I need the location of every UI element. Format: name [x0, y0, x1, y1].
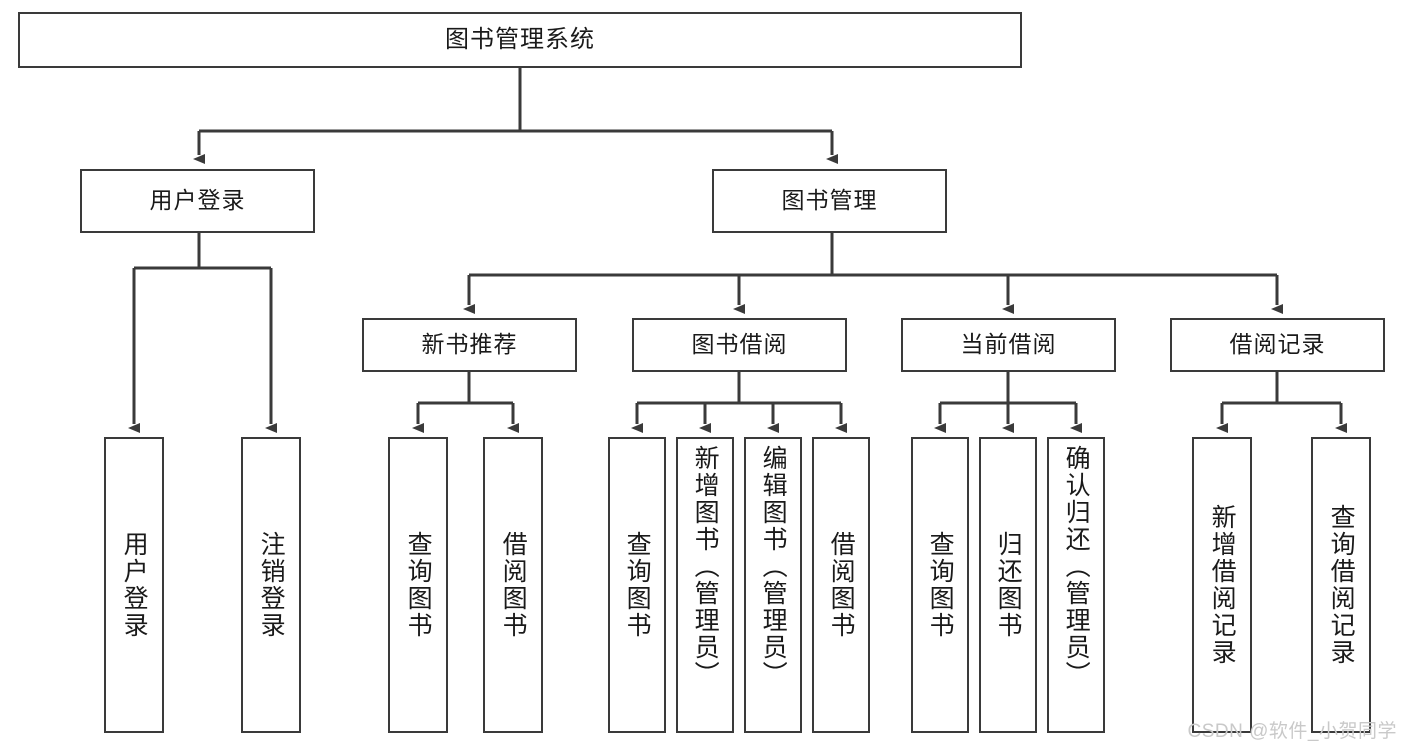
leaf-current-borrow-confirm-return[interactable]: 确认归还（管理员）: [1047, 437, 1105, 733]
node-label: 查询图书: [926, 531, 955, 639]
node-label: 借阅记录: [1229, 331, 1326, 358]
node-label: 图书管理: [781, 187, 878, 214]
node-label: 新书推荐: [421, 331, 518, 358]
node-label: 借阅图书: [827, 531, 856, 639]
leaf-borrow-record-add[interactable]: 新增借阅记录: [1192, 437, 1252, 733]
node-label: 查询借阅记录: [1327, 504, 1356, 666]
node-label: 用户登录: [149, 187, 246, 214]
node-label: 当前借阅: [960, 331, 1057, 358]
node-label: 编辑图书（管理员）: [759, 445, 788, 688]
leaf-book-borrow-edit[interactable]: 编辑图书（管理员）: [744, 437, 802, 733]
node-label: 确认归还（管理员）: [1062, 445, 1091, 688]
node-user-login[interactable]: 用户登录: [80, 169, 315, 233]
node-label: 图书管理系统: [445, 25, 595, 53]
leaf-user-login-login[interactable]: 用户登录: [104, 437, 164, 733]
leaf-user-login-logout[interactable]: 注销登录: [241, 437, 301, 733]
node-current-borrow[interactable]: 当前借阅: [901, 318, 1116, 372]
node-label: 新增图书（管理员）: [691, 445, 720, 688]
node-borrow-record[interactable]: 借阅记录: [1170, 318, 1385, 372]
leaf-new-book-borrow[interactable]: 借阅图书: [483, 437, 543, 733]
leaf-new-book-query[interactable]: 查询图书: [388, 437, 448, 733]
node-label: 借阅图书: [499, 531, 528, 639]
watermark: CSDN @软件_小贺同学: [1187, 721, 1397, 742]
node-label: 用户登录: [120, 531, 149, 639]
leaf-current-borrow-return[interactable]: 归还图书: [979, 437, 1037, 733]
leaf-book-borrow-add[interactable]: 新增图书（管理员）: [676, 437, 734, 733]
node-label: 注销登录: [257, 531, 286, 639]
node-book-borrow[interactable]: 图书借阅: [632, 318, 847, 372]
node-book-management[interactable]: 图书管理: [712, 169, 947, 233]
node-label: 图书借阅: [691, 331, 788, 358]
leaf-book-borrow-borrow[interactable]: 借阅图书: [812, 437, 870, 733]
leaf-borrow-record-query[interactable]: 查询借阅记录: [1311, 437, 1371, 733]
leaf-current-borrow-query[interactable]: 查询图书: [911, 437, 969, 733]
leaf-book-borrow-query[interactable]: 查询图书: [608, 437, 666, 733]
node-label: 查询图书: [623, 531, 652, 639]
node-root-system[interactable]: 图书管理系统: [18, 12, 1022, 68]
node-label: 归还图书: [994, 531, 1023, 639]
node-label: 查询图书: [404, 531, 433, 639]
node-new-book-recommend[interactable]: 新书推荐: [362, 318, 577, 372]
node-label: 新增借阅记录: [1208, 504, 1237, 666]
